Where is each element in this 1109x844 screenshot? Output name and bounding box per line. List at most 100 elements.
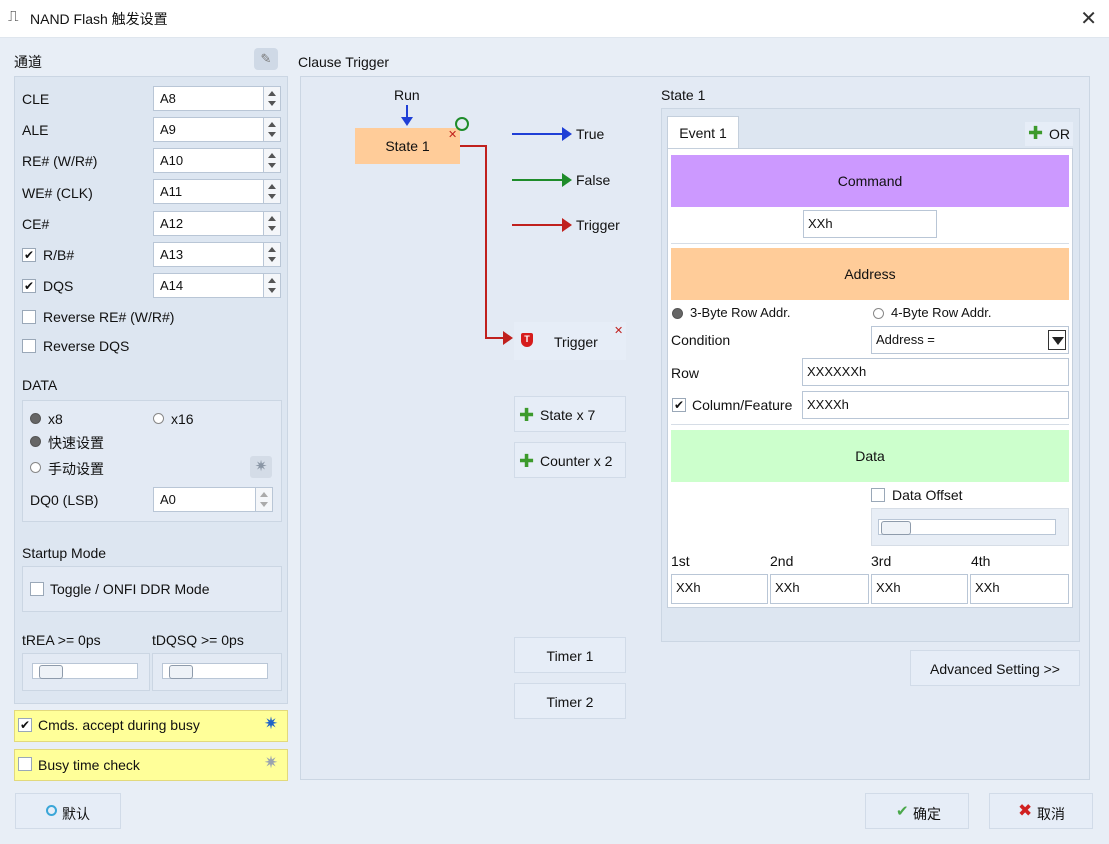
byte2-label: 2nd — [770, 553, 794, 569]
cmds-accept-checkbox[interactable]: ✔ — [18, 718, 32, 732]
four-byte-radio[interactable] — [873, 308, 884, 319]
busy-check-label: Busy time check — [38, 757, 140, 773]
channel-select-ce[interactable]: A12 — [153, 211, 281, 236]
channel-select-we[interactable]: A11 — [153, 179, 281, 204]
or-button[interactable]: ✚ OR — [1025, 122, 1073, 146]
cancel-button[interactable]: ✖ 取消 — [989, 793, 1093, 829]
slider-handle[interactable] — [881, 521, 911, 535]
add-counter-button[interactable]: ✚ Counter x 2 — [514, 442, 626, 478]
byte1-label: 1st — [671, 553, 690, 569]
slider-handle[interactable] — [169, 665, 193, 679]
channel-select-re[interactable]: A10 — [153, 148, 281, 173]
reverse-re-checkbox[interactable] — [22, 310, 36, 324]
spin-buttons[interactable] — [263, 274, 280, 297]
cancel-label: 取消 — [1037, 806, 1065, 822]
byte4-input[interactable]: XXh — [970, 574, 1069, 604]
add-counter-plus-icon: ✚ — [519, 451, 535, 471]
state1-delete-icon[interactable]: ✕ — [448, 129, 458, 141]
divider — [671, 243, 1069, 244]
byte2-input[interactable]: XXh — [770, 574, 869, 604]
false-label: False — [576, 172, 611, 188]
address-label: Address — [844, 266, 896, 282]
three-byte-radio[interactable] — [672, 308, 683, 319]
rb-checkbox[interactable]: ✔ — [22, 248, 36, 262]
channel-label-we: WE# (CLK) — [22, 185, 93, 201]
condition-value: Address = — [876, 332, 935, 347]
channel-label-ce: CE# — [22, 216, 50, 232]
chevron-down-icon[interactable] — [1048, 330, 1066, 350]
timer1-button[interactable]: Timer 1 — [514, 637, 626, 673]
manual-setup-radio[interactable] — [30, 462, 41, 473]
channel-label-re: RE# (W/R#) — [22, 153, 98, 169]
quick-setup-label: 快速设置 — [48, 435, 104, 451]
column-feature-input[interactable]: XXXXh — [802, 391, 1069, 419]
busy-check-checkbox[interactable] — [18, 757, 32, 771]
column-feature-label: Column/Feature — [692, 397, 793, 413]
three-byte-label: 3-Byte Row Addr. — [690, 305, 791, 320]
channel-select-ale[interactable]: A9 — [153, 117, 281, 142]
toggle-onfi-checkbox[interactable] — [30, 582, 44, 596]
default-button[interactable]: 默认 — [15, 793, 121, 829]
busy-check-gear-icon[interactable]: ✷ — [263, 753, 279, 772]
trigger-arrow-head-icon — [562, 218, 572, 232]
address-header: Address — [671, 248, 1069, 300]
busy-check-row — [14, 749, 288, 781]
byte1-input[interactable]: XXh — [671, 574, 768, 604]
trigger-delete-icon[interactable]: ✕ — [614, 325, 624, 337]
spin-buttons[interactable] — [255, 488, 272, 511]
slider-handle[interactable] — [39, 665, 63, 679]
tdqsq-slider[interactable] — [162, 663, 268, 679]
tab-event1[interactable]: Event 1 — [667, 116, 739, 149]
channel-label-cle: CLE — [22, 91, 50, 107]
manual-settings-gear-icon[interactable]: ✷ — [250, 456, 272, 478]
byte3-input[interactable]: XXh — [871, 574, 968, 604]
timer2-label: Timer 2 — [546, 694, 594, 710]
ok-button[interactable]: ✔ 确定 — [865, 793, 969, 829]
trigger-shield-icon: T — [521, 333, 533, 347]
column-feature-checkbox[interactable]: ✔ — [672, 398, 686, 412]
add-state-button[interactable]: ✚ State x 7 — [514, 396, 626, 432]
spin-buttons[interactable] — [263, 87, 280, 110]
timer2-button[interactable]: Timer 2 — [514, 683, 626, 719]
spin-buttons[interactable] — [263, 212, 280, 235]
command-value-input[interactable]: XXh — [803, 210, 937, 238]
app-logo-icon: ⎍ — [8, 8, 19, 25]
trea-slider[interactable] — [32, 663, 138, 679]
connector-h2 — [485, 337, 505, 339]
trigger-node[interactable]: T Trigger ✕ — [514, 322, 626, 360]
connector-v — [485, 145, 487, 338]
spin-buttons[interactable] — [263, 243, 280, 266]
dq0-select[interactable]: A0 — [153, 487, 273, 512]
x8-radio[interactable] — [30, 413, 41, 424]
add-state-label: State x 7 — [540, 407, 596, 423]
tdqsq-label: tDQSQ >= 0ps — [152, 632, 244, 648]
probe-icon[interactable]: ✎ — [254, 48, 278, 70]
run-label: Run — [394, 87, 420, 103]
spin-buttons[interactable] — [263, 180, 280, 203]
cmds-accept-gear-icon[interactable]: ✷ — [263, 714, 279, 733]
close-icon[interactable]: ✕ — [1080, 8, 1097, 30]
true-arrow-line — [512, 133, 564, 135]
data-offset-slider[interactable] — [878, 519, 1056, 535]
channel-label-rb: R/B# — [43, 247, 75, 263]
row-value-input[interactable]: XXXXXXh — [802, 358, 1069, 386]
close-red-icon: ✖ — [1018, 801, 1033, 820]
data-offset-checkbox[interactable] — [871, 488, 885, 502]
spin-buttons[interactable] — [263, 149, 280, 172]
spin-buttons[interactable] — [263, 118, 280, 141]
channel-label-ale: ALE — [22, 122, 49, 138]
state1-node[interactable]: State 1 — [355, 128, 460, 164]
channel-select-rb[interactable]: A13 — [153, 242, 281, 267]
reverse-dqs-checkbox[interactable] — [22, 339, 36, 353]
condition-select[interactable]: Address = — [871, 326, 1069, 354]
channel-select-dqs[interactable]: A14 — [153, 273, 281, 298]
connector-arrow-head-icon — [503, 331, 513, 345]
check-icon: ✔ — [896, 803, 909, 820]
advanced-setting-button[interactable]: Advanced Setting >> — [910, 650, 1080, 686]
channel-select-cle[interactable]: A8 — [153, 86, 281, 111]
quick-setup-radio[interactable] — [30, 436, 41, 447]
state1-loop-icon — [455, 117, 469, 131]
x16-radio[interactable] — [153, 413, 164, 424]
dqs-checkbox[interactable]: ✔ — [22, 279, 36, 293]
default-icon — [46, 805, 57, 816]
